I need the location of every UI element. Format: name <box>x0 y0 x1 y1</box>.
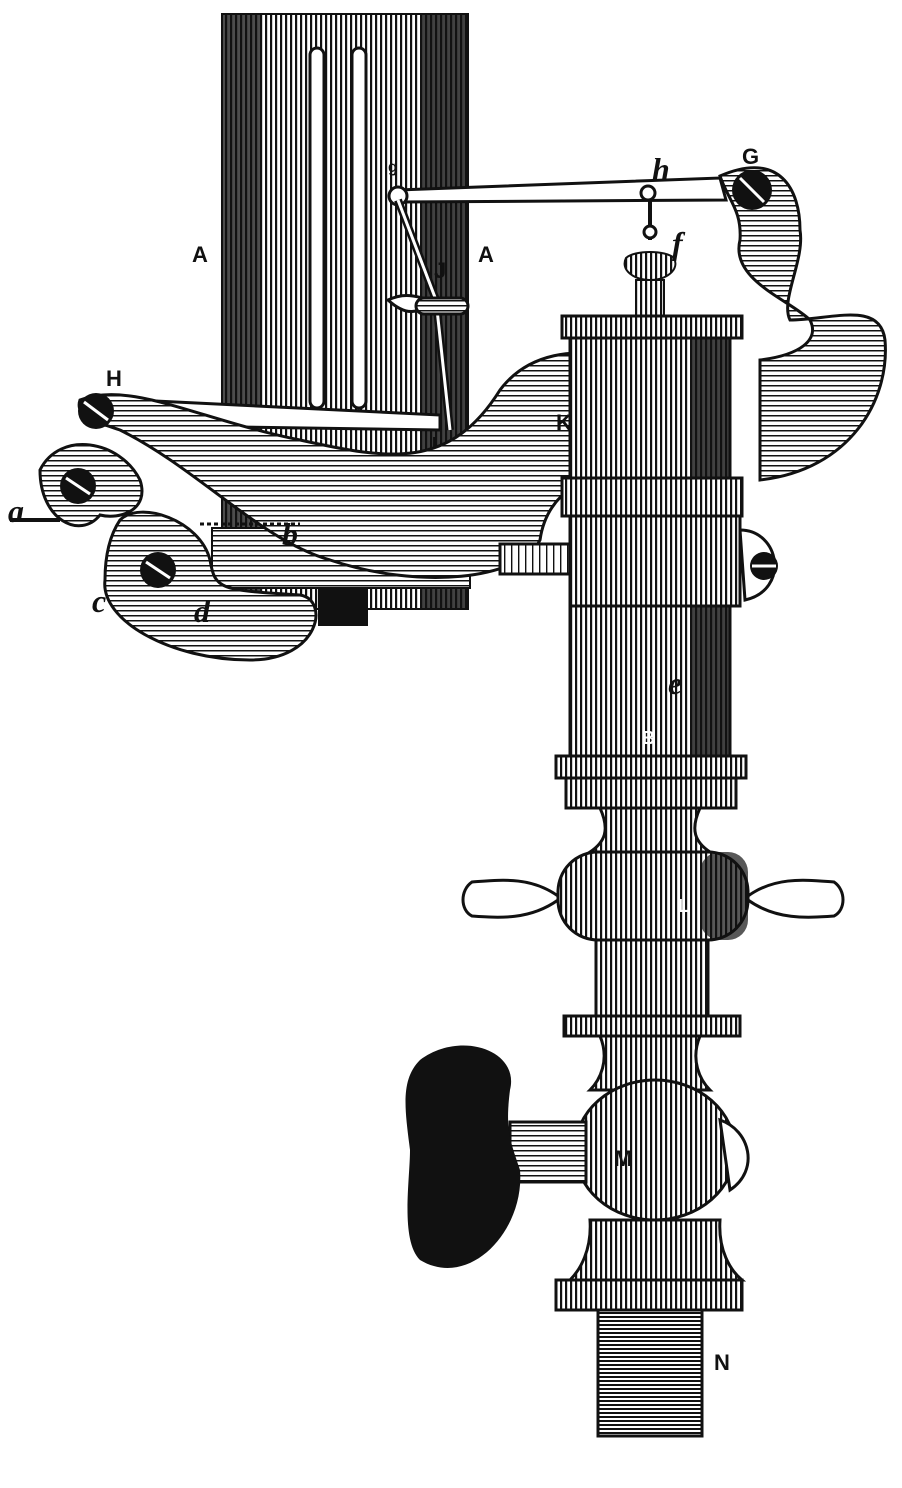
threaded-stem-n <box>596 1308 704 1438</box>
label-l: L <box>678 896 689 916</box>
ball-joint-m <box>405 1034 750 1312</box>
label-a-right: A <box>478 242 494 267</box>
label-b-upper: B <box>642 728 655 748</box>
lower-levers <box>10 443 318 662</box>
label-h-lower: h <box>652 151 670 187</box>
collar-l <box>461 806 845 1038</box>
label-e-lower: e <box>668 665 682 701</box>
label-a-lower: a <box>8 493 24 529</box>
rod-j <box>385 198 470 431</box>
label-m: M <box>614 1146 632 1171</box>
top-lever <box>387 166 887 482</box>
letter-labels: A A G h f g J H I K a b c d e B L M N <box>8 144 759 1375</box>
label-g-upper: G <box>742 144 759 169</box>
label-b-lower: b <box>282 516 298 552</box>
label-j: J <box>434 258 446 283</box>
label-n: N <box>714 1350 730 1375</box>
label-k: K <box>556 410 572 435</box>
label-c-lower: c <box>92 583 106 619</box>
label-a-left: A <box>192 242 208 267</box>
label-g-lower: g <box>388 159 398 176</box>
label-h-upper: H <box>106 366 122 391</box>
label-i: I <box>432 435 436 452</box>
barrel-b <box>554 251 748 810</box>
label-d-lower: d <box>194 593 211 629</box>
label-f-lower: f <box>672 225 686 261</box>
